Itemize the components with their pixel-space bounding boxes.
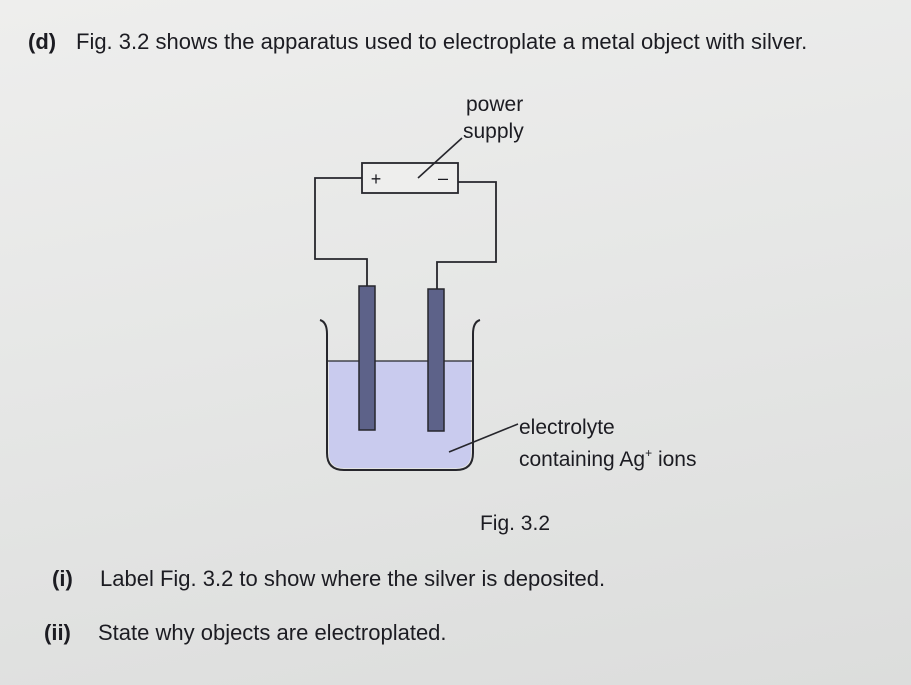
electrolyte-superscript: +	[645, 446, 652, 460]
wire-positive	[314, 177, 368, 286]
question-ii: (ii) State why objects are electroplated.	[44, 620, 447, 646]
figure-caption: Fig. 3.2	[480, 512, 550, 535]
electrolyte-line2-suffix: ions	[652, 448, 696, 471]
electrolyte-leader	[448, 423, 519, 453]
question-i-text: Label Fig. 3.2 to show where the silver …	[100, 566, 606, 591]
power-label-line2: supply	[463, 120, 524, 143]
electrolyte-label-line1: electrolyte	[519, 416, 615, 439]
question-d-text: Fig. 3.2 shows the apparatus used to ele…	[76, 29, 808, 54]
power-label-leader	[417, 137, 463, 179]
beaker	[319, 319, 481, 471]
anode-electrode	[358, 285, 376, 431]
power-supply-box	[361, 162, 459, 194]
positive-terminal: +	[371, 169, 382, 189]
electrolyte-label-line2: containing Ag+ ions	[519, 446, 696, 471]
wire-negative	[436, 181, 497, 289]
power-label-line1: power	[466, 93, 523, 116]
part-label-i: (i)	[52, 566, 73, 591]
question-i: (i) Label Fig. 3.2 to show where the silv…	[52, 566, 605, 592]
part-label-d: (d)	[28, 29, 57, 54]
question-d: (d) Fig. 3.2 shows the apparatus used to …	[28, 29, 807, 55]
part-label-ii: (ii)	[44, 620, 71, 645]
negative-terminal: –	[438, 168, 448, 188]
question-ii-text: State why objects are electroplated.	[98, 620, 447, 645]
electrolyte-line2-prefix: containing Ag	[519, 448, 645, 471]
cathode-electrode	[427, 288, 445, 432]
